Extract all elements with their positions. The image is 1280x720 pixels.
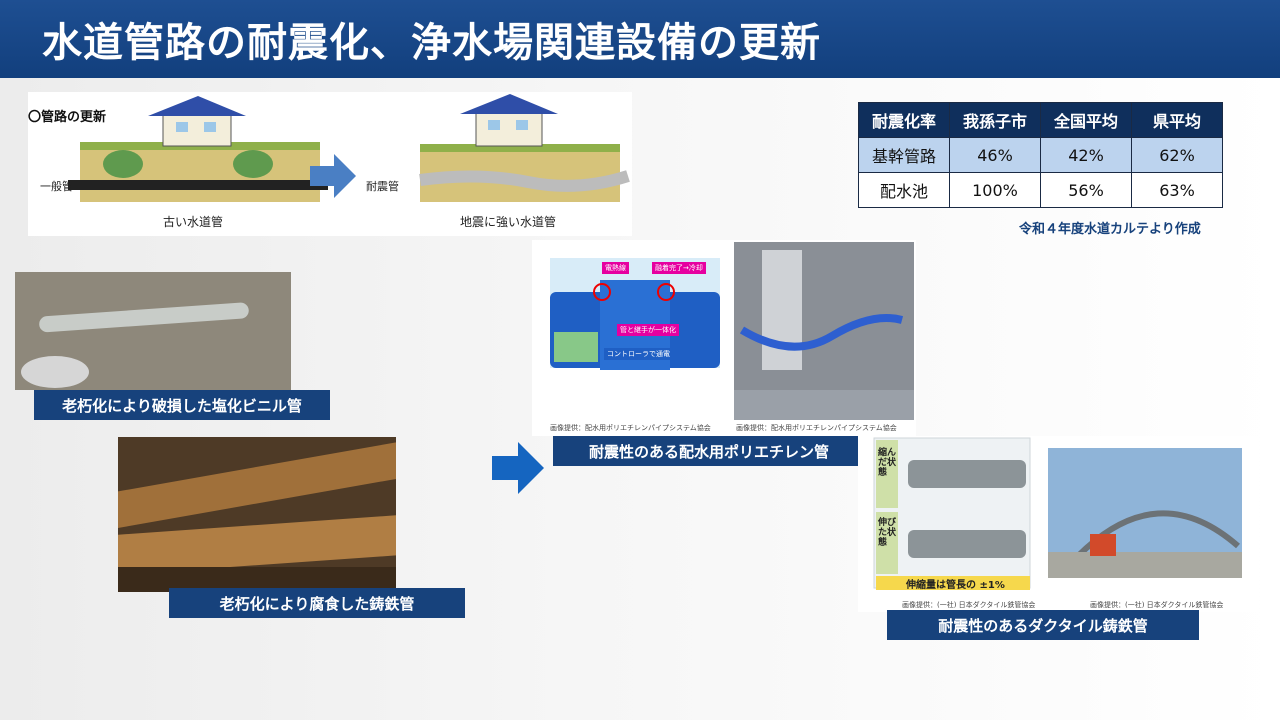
title-bar: 水道管路の耐震化、浄水場関連設備の更新 [0,0,1280,78]
table-cell: 基幹管路 [858,137,950,173]
cast-iron-photo [118,437,396,592]
iron-caption: 老朽化により腐食した鋳鉄管 [169,588,465,618]
pvc-caption: 老朽化により破損した塩化ビニル管 [34,390,330,420]
table-source-note: 令和４年度水道カルテより作成 [1019,222,1201,237]
pipe-update-heading: 〇管路の更新 [28,110,107,125]
table-header: 耐震化率 [858,102,950,138]
table-header: 我孫子市 [949,102,1041,138]
table-cell: 42% [1040,137,1132,173]
grass-right [420,144,620,152]
ductile-side-label-2: 伸びた状態 [878,518,897,548]
pvc-pipe-photo [15,272,291,390]
table-header-row: 耐震化率 我孫子市 全国平均 県平均 [858,102,1223,138]
broken-pvc-pipe [39,302,249,333]
house-right [475,111,543,147]
right-pipe-label: 耐震管 [366,179,399,193]
table-cell: 56% [1040,172,1132,208]
shovel [21,356,89,388]
ductile-caption: 耐震性のあるダクタイル鋳鉄管 [887,610,1199,640]
pe-label-integrated: 管と継手が一体化 [617,324,679,336]
table-row: 基幹管路 46% 42% 62% [858,137,1223,173]
page-title: 水道管路の耐震化、浄水場関連設備の更新 [42,20,821,66]
right-caption: 地震に強い水道管 [460,214,556,229]
house-left [162,113,232,147]
leak-left-1 [103,150,143,178]
pe-pipe-images: 電熱線 融着完了→冷却 管と継手が一体化 コントローラで通電 画像提供：配水用ポ… [532,240,916,436]
table-row: 配水池 100% 56% 63% [858,172,1223,208]
ductile-joint-compressed [908,460,1026,488]
roof-right [460,94,558,114]
pe-credit-2: 画像提供：配水用ポリエチレンパイプシステム協会 [736,424,897,432]
pe-label-controller: コントローラで通電 [604,348,673,360]
old-pipe [68,180,328,190]
ductile-credit-2: 画像提供：(一社) 日本ダクタイル鉄管協会 [1090,601,1224,609]
arrow-icon [492,442,544,494]
table-cell: 62% [1131,137,1223,173]
leak-left-2 [233,150,273,178]
left-pipe-label: 一般管 [40,179,73,193]
ductile-extension-band: 伸縮量は管長の ±1% [906,580,1005,591]
table-header: 全国平均 [1040,102,1132,138]
table-cell: 63% [1131,172,1223,208]
seismic-pipe [419,170,630,192]
ductile-joint-extended [908,530,1026,558]
table-cell: 46% [949,137,1041,173]
left-caption: 古い水道管 [163,214,223,229]
pe-label-heating-wire: 電熱線 [602,262,629,274]
corroded-pipe-2 [118,514,396,576]
pe-label-fusion: 融着完了→冷却 [652,262,706,274]
pe-caption: 耐震性のある配水用ポリエチレン管 [553,436,865,466]
table-header: 県平均 [1131,102,1223,138]
ductile-side-label-1: 縮んだ状態 [878,448,897,478]
table-cell: 100% [949,172,1041,208]
pipe-diagram-graphic: 一般管 古い水道管 耐震管 地震に強い水道管 [40,94,630,229]
corroded-pipe-1 [118,441,396,529]
ductile-credit: 画像提供：(一社) 日本ダクタイル鉄管協会 [902,601,1036,609]
seismic-rate-table: 耐震化率 我孫子市 全国平均 県平均 基幹管路 46% 42% 62% 配水池 … [858,102,1223,208]
controller [554,332,598,362]
table-cell: 配水池 [858,172,950,208]
pipe-update-diagram: 一般管 古い水道管 耐震管 地震に強い水道管 〇管路の更新 [28,92,632,236]
roof-left [148,96,246,116]
right-arrow-icon [310,154,356,198]
ductile-pipe-images: 縮んだ状態 伸びた状態 伸縮量は管長の ±1% 画像提供：(一社) 日本ダクタイ… [858,436,1258,612]
pe-credit: 画像提供：配水用ポリエチレンパイプシステム協会 [550,424,711,432]
